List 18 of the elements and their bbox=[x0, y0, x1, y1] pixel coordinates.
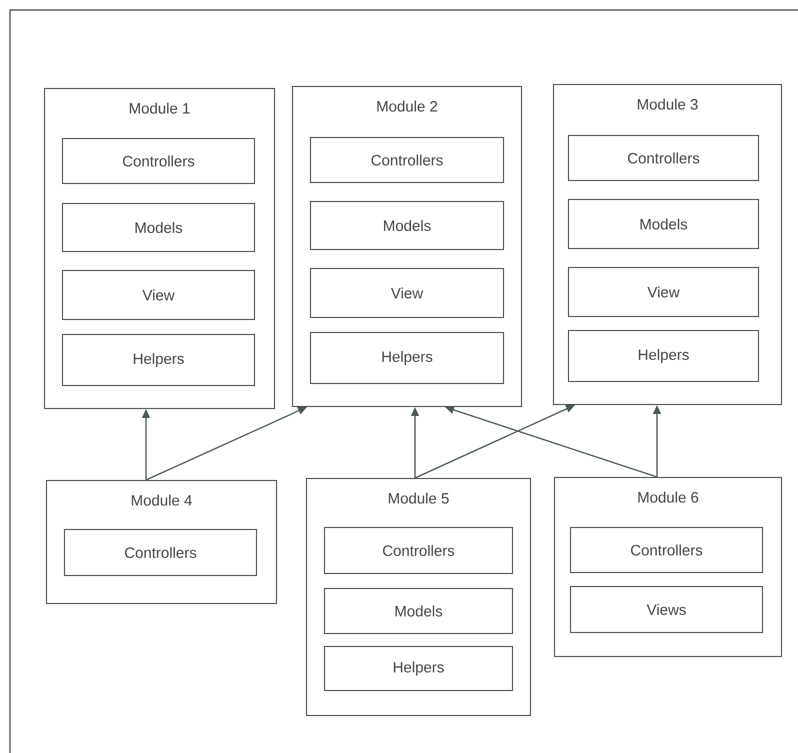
component-box: Helpers bbox=[568, 330, 759, 382]
component-box: View bbox=[62, 270, 255, 320]
component-box: Controllers bbox=[62, 138, 255, 184]
component-box: Helpers bbox=[324, 646, 513, 691]
component-box: Models bbox=[324, 588, 513, 634]
component-box: Helpers bbox=[310, 332, 504, 384]
component-box: Views bbox=[570, 586, 763, 633]
component-box: Controllers bbox=[64, 529, 257, 576]
component-box: Controllers bbox=[570, 527, 763, 573]
component-box: Models bbox=[568, 199, 759, 249]
component-box: Controllers bbox=[568, 135, 759, 181]
component-box: View bbox=[310, 268, 504, 318]
component-box: Models bbox=[62, 203, 255, 252]
component-box: Helpers bbox=[62, 334, 255, 386]
component-box: Controllers bbox=[310, 137, 504, 183]
component-box: View bbox=[568, 267, 759, 317]
component-box: Controllers bbox=[324, 527, 513, 574]
component-box: Models bbox=[310, 201, 504, 250]
